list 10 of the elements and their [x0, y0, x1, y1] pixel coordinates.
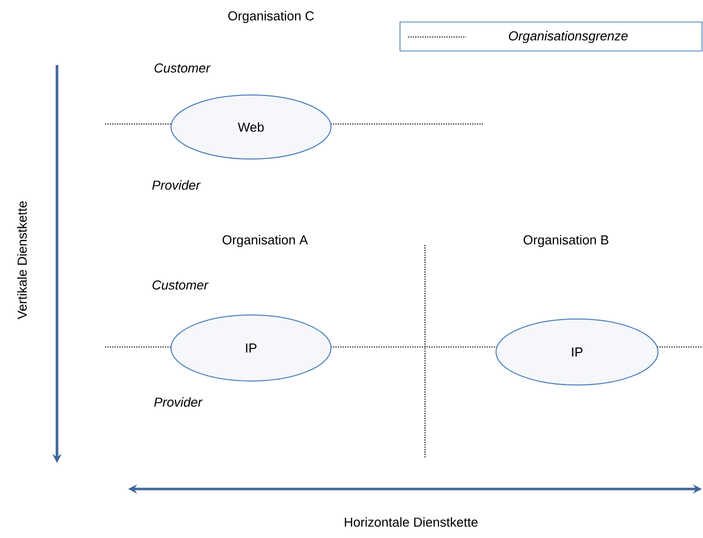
organisation-label: Organisation C [228, 10, 314, 24]
axis-label: Horizontale Dienstkette [344, 517, 478, 527]
role-label: Customer [152, 280, 209, 290]
role-label: Provider [154, 397, 203, 407]
role-label: Customer [154, 63, 211, 73]
role-label: Provider [152, 180, 201, 190]
organisation-label: Organisation A [222, 234, 308, 248]
organisation-label: Organisation B [524, 234, 608, 248]
axis-label: Vertikale Dienstkette [17, 201, 27, 320]
legend-text: Organisationsgrenze [508, 30, 628, 44]
